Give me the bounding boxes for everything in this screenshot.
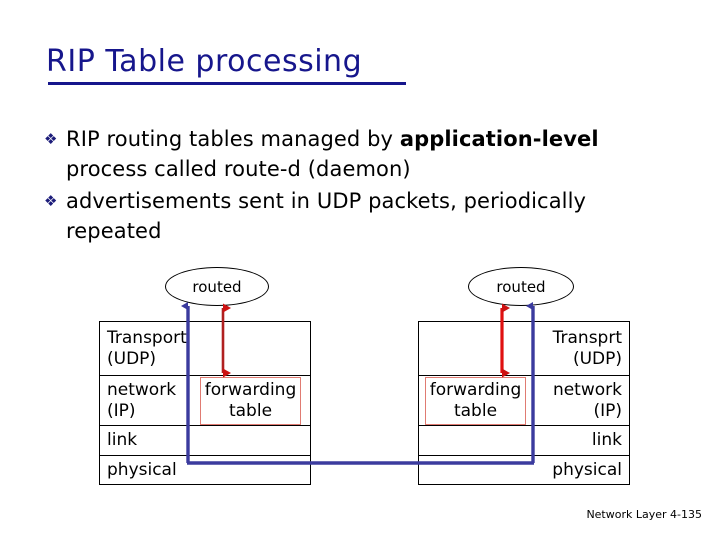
right-routed-label: routed	[496, 277, 546, 296]
left-forwarding-table-box: forwarding table	[200, 377, 301, 425]
right-host-stack: Transprt (UDP) network (IP) link physica…	[418, 321, 630, 485]
right-layer-network: network (IP)	[419, 376, 629, 426]
list-item: ❖ advertisements sent in UDP packets, pe…	[40, 186, 680, 246]
list-item: ❖ RIP routing tables managed by applicat…	[40, 124, 680, 184]
bullet-diamond-icon: ❖	[44, 192, 58, 210]
bullet-text-tail: process called route-d (daemon)	[66, 157, 411, 181]
right-routed-daemon-ellipse: routed	[468, 267, 574, 306]
left-layer-link: link	[100, 426, 310, 456]
bullet-text-lead: RIP routing tables managed by	[66, 127, 400, 151]
left-host-stack: Transport (UDP) network (IP) link physic…	[99, 321, 311, 485]
left-layer-transport: Transport (UDP)	[100, 322, 310, 376]
left-routed-label: routed	[192, 277, 242, 296]
left-forwarding-table-label: forwarding table	[204, 380, 297, 421]
bullet-list: ❖ RIP routing tables managed by applicat…	[40, 124, 680, 248]
left-layer-physical-label: physical	[107, 460, 177, 480]
bullet-item-text: advertisements sent in UDP packets, peri…	[66, 186, 680, 246]
page-title: RIP Table processing	[46, 44, 406, 85]
right-layer-physical-label: physical	[552, 460, 622, 480]
title-underline	[48, 82, 406, 85]
right-layer-transport: Transprt (UDP)	[419, 322, 629, 376]
right-layer-network-label: network (IP)	[552, 379, 622, 421]
right-layer-link: link	[419, 426, 629, 456]
page-title-text: RIP Table processing	[46, 44, 363, 79]
bullet-diamond-icon: ❖	[44, 130, 58, 148]
right-layer-physical: physical	[419, 456, 629, 485]
right-layer-link-label: link	[591, 430, 622, 450]
left-layer-physical: physical	[100, 456, 310, 485]
left-layer-transport-label: Transport (UDP)	[107, 327, 187, 369]
right-forwarding-table-box: forwarding table	[425, 377, 526, 425]
slide-footer: Network Layer 4-135	[586, 508, 702, 521]
bullet-text-emphasis: application-level	[399, 127, 599, 151]
left-layer-network: network (IP)	[100, 376, 310, 426]
left-layer-network-label: network (IP)	[107, 379, 177, 421]
right-forwarding-table-label: forwarding table	[429, 380, 522, 421]
left-routed-daemon-ellipse: routed	[165, 267, 269, 306]
bullet-text-lead: advertisements sent in UDP packets, peri…	[66, 189, 587, 243]
bullet-item-text: RIP routing tables managed by applicatio…	[66, 124, 680, 184]
right-layer-transport-label: Transprt (UDP)	[552, 327, 622, 369]
left-layer-link-label: link	[107, 430, 138, 450]
